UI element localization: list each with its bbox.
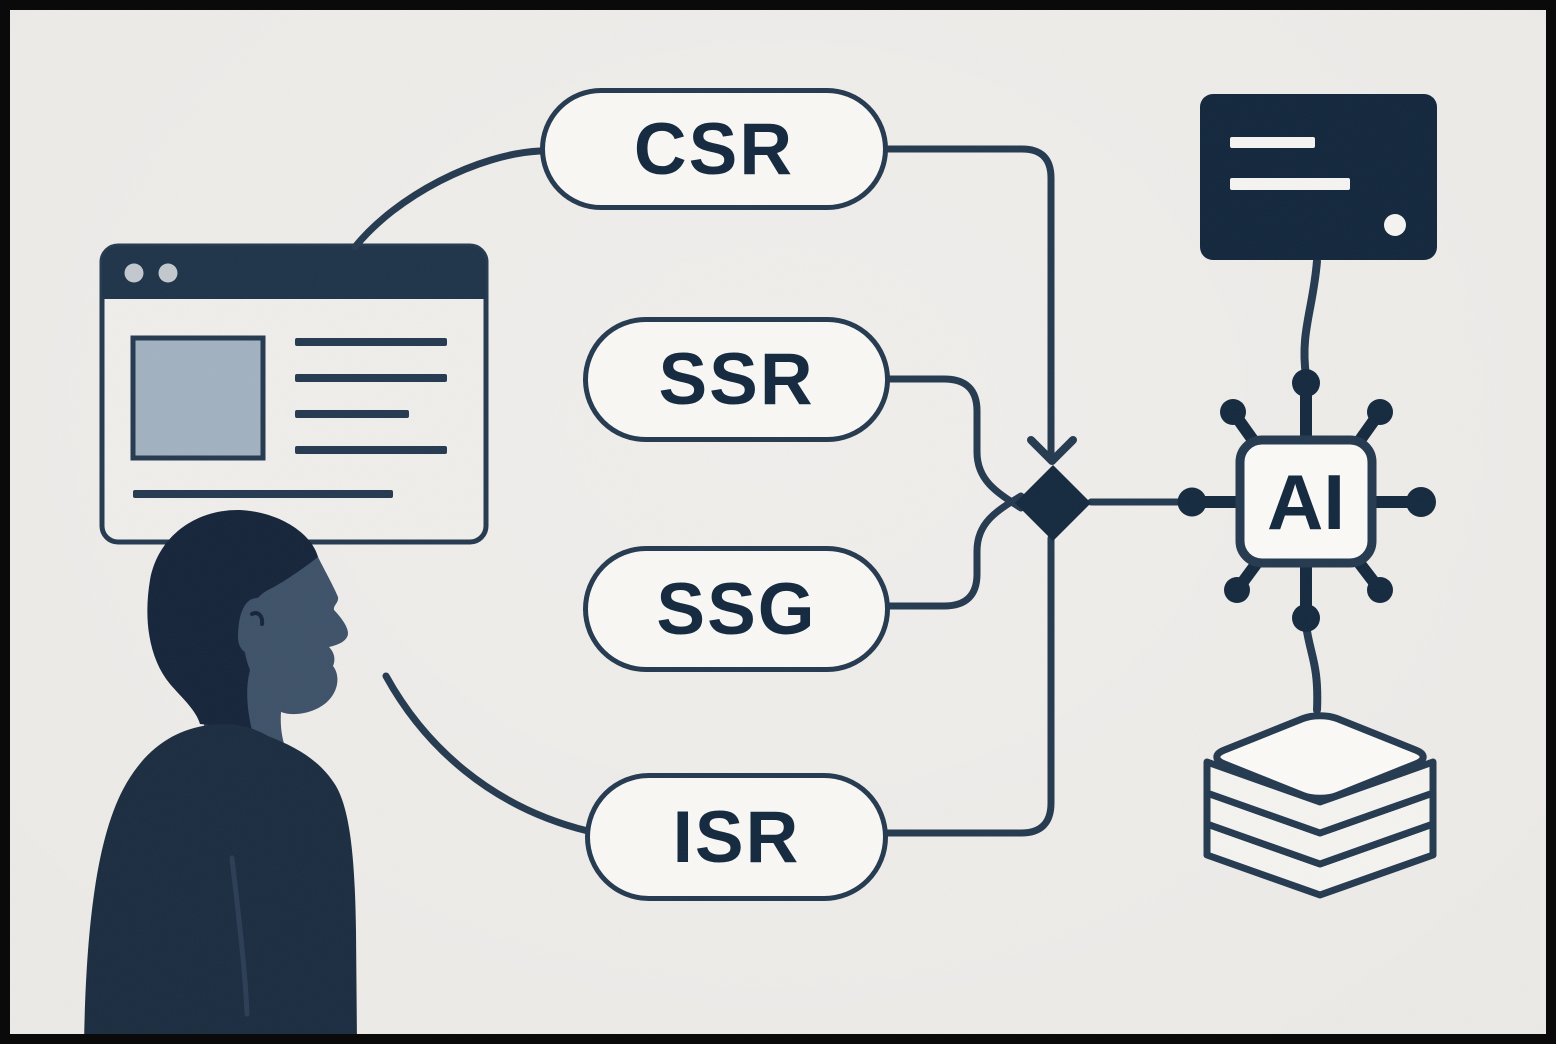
chip-pin-dot bbox=[1224, 577, 1250, 603]
person-profile-figure bbox=[84, 509, 357, 1044]
text-line bbox=[295, 410, 409, 418]
connectors bbox=[351, 145, 1322, 837]
connector-person-to-isr bbox=[382, 672, 592, 835]
server-card-icon bbox=[1200, 94, 1437, 260]
connector-csr-to-diamond bbox=[884, 145, 1055, 460]
node-ssr-label: SSR bbox=[658, 339, 815, 420]
server-led bbox=[1384, 214, 1406, 236]
node-ssg: SSG bbox=[583, 546, 890, 672]
chip-pin-dot bbox=[1292, 604, 1320, 632]
node-ssr: SSR bbox=[583, 317, 890, 442]
chip-pin-dot bbox=[1406, 487, 1436, 517]
window-control-dot bbox=[158, 263, 178, 283]
server-slot bbox=[1230, 137, 1315, 148]
connector-browser-to-csr bbox=[351, 147, 544, 251]
connector-chip-to-stack bbox=[1302, 621, 1322, 714]
ai-chip-label: AI bbox=[1267, 458, 1345, 546]
layers-stack-icon bbox=[1203, 712, 1437, 899]
ai-chip-icon: AI bbox=[1177, 369, 1436, 632]
server-slot bbox=[1230, 178, 1350, 190]
text-line bbox=[295, 446, 447, 454]
node-isr-label: ISR bbox=[672, 796, 801, 878]
connector-ssg-to-diamond bbox=[886, 492, 1025, 610]
chip-pin-dot bbox=[1220, 399, 1246, 425]
image-placeholder bbox=[130, 335, 266, 461]
text-line bbox=[295, 338, 447, 346]
chip-pin-dot bbox=[1367, 577, 1393, 603]
node-csr: CSR bbox=[540, 88, 888, 210]
connector-isr-to-diamond bbox=[884, 534, 1055, 837]
person-torso bbox=[84, 724, 357, 1044]
connector-ssr-to-diamond bbox=[886, 375, 1025, 512]
window-control-dot bbox=[124, 263, 144, 283]
chip-pin-dot bbox=[1367, 399, 1393, 425]
chip-pin-dot bbox=[1177, 487, 1207, 517]
text-line bbox=[295, 374, 447, 382]
node-ssg-label: SSG bbox=[656, 568, 817, 650]
chip-pin-dot bbox=[1292, 369, 1320, 397]
connector-server-to-chip bbox=[1300, 257, 1321, 380]
node-csr-label: CSR bbox=[633, 108, 795, 190]
node-isr: ISR bbox=[585, 773, 888, 901]
text-line bbox=[133, 490, 393, 498]
server-body bbox=[1200, 94, 1437, 260]
decision-diamond-icon bbox=[1015, 465, 1091, 541]
browser-window-icon bbox=[99, 243, 489, 545]
